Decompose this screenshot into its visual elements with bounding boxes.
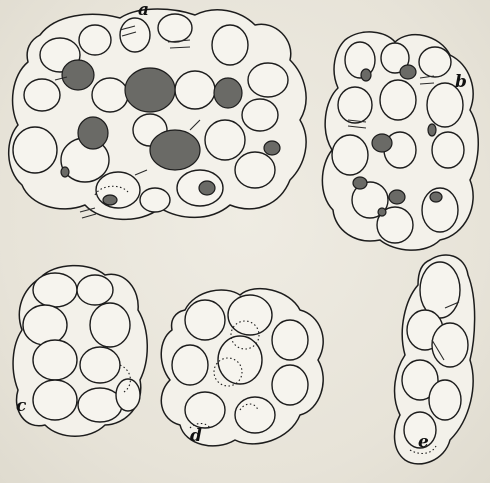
colony-c [13,266,147,437]
colony-e [395,255,475,464]
figure-label-d: d [190,428,202,445]
figure-label-a: a [138,2,149,19]
figure-label-c: c [16,398,26,415]
figure-label-b: b [455,74,467,91]
figure-label-e: e [418,434,429,451]
colony-a [9,9,306,219]
colony-b [322,32,478,250]
colony-d [161,289,323,446]
